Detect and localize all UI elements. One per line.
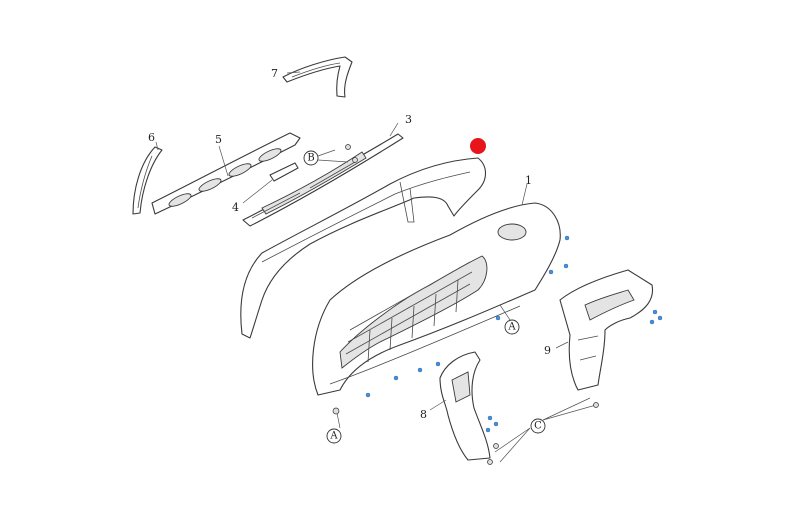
leader-lines (155, 71, 597, 463)
part-8-lower-bracket[interactable] (439, 351, 491, 461)
part-4-small-bracket[interactable] (269, 162, 299, 182)
part-number-7: 7 (271, 67, 278, 80)
part-number-5: 5 (215, 133, 222, 146)
part-3-upper-bracket[interactable] (242, 133, 404, 227)
part-1-main-bumper[interactable] (312, 202, 561, 396)
svg-text:C: C (534, 421, 542, 432)
svg-text:A: A (329, 431, 338, 442)
part-5-spoiler-bar[interactable] (151, 132, 301, 215)
bolts (332, 144, 599, 465)
part-7-trim-strip[interactable] (282, 56, 353, 98)
svg-text:B: B (307, 153, 314, 164)
part-6-side-trim[interactable] (132, 146, 163, 215)
svg-text:A: A (507, 322, 516, 333)
callout-A-lower: A (326, 428, 342, 444)
part-number-4: 4 (232, 201, 239, 214)
callout-B: B (303, 150, 319, 166)
callout-C: C (530, 418, 546, 434)
upper-bumper-cover[interactable] (240, 157, 487, 339)
red-marker-dot (470, 138, 486, 154)
part-number-8: 8 (420, 408, 427, 421)
part-number-3: 3 (405, 113, 412, 126)
part-number-9: 9 (544, 344, 551, 357)
part-number-6: 6 (148, 131, 155, 144)
part-9-right-bracket[interactable] (559, 269, 654, 391)
part-number-1: 1 (525, 174, 532, 187)
fastener-clips (365, 235, 663, 433)
callout-A-upper: A (504, 319, 520, 335)
